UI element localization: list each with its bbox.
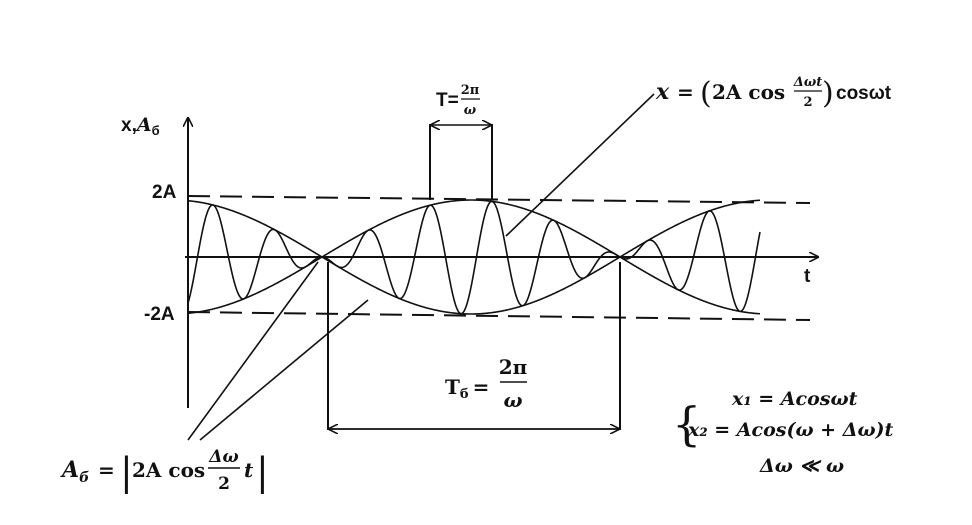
- amplitude-leader-1: [187, 261, 319, 441]
- y-axis-label: x,Aб: [121, 114, 160, 138]
- svg-text:Aб: Aб: [60, 457, 89, 486]
- svg-text:x₂ = Acos(ω + Δω)t: x₂ = Acos(ω + Δω)t: [687, 419, 894, 441]
- svg-text:x: x: [655, 79, 670, 105]
- svg-text:ω: ω: [464, 103, 477, 118]
- svg-text:t: t: [244, 458, 254, 482]
- svg-text:cosωt: cosωt: [836, 83, 892, 104]
- amplitude-leader-2: [199, 299, 369, 441]
- svg-text:|: |: [256, 450, 269, 494]
- svg-text:{: {: [672, 397, 701, 451]
- beat-period-label: Tб= 2π ω: [445, 355, 527, 412]
- svg-text:2A cos: 2A cos: [132, 458, 205, 482]
- equation-system: { x₁ = Acosωt x₂ = Acos(ω + Δω)t Δω ≪ ω: [672, 388, 894, 477]
- svg-text:Δω: Δω: [208, 447, 238, 467]
- svg-text:Δωt: Δωt: [793, 75, 822, 90]
- svg-text:(: (: [700, 76, 712, 111]
- tick-label-2A: 2A: [152, 182, 177, 203]
- svg-text:2A cos: 2A cos: [712, 80, 785, 104]
- result-formula-leader: [505, 93, 655, 237]
- svg-text:=: =: [677, 80, 694, 104]
- x-axis-label: t: [804, 266, 811, 287]
- lower-envelope-curve: [187, 256, 761, 315]
- svg-text:2: 2: [803, 95, 812, 110]
- svg-text:=: =: [98, 458, 115, 482]
- svg-text:2π: 2π: [461, 83, 480, 98]
- svg-text:): ): [822, 76, 834, 111]
- svg-text:2: 2: [218, 474, 230, 494]
- svg-text:Tб=: Tб=: [445, 375, 489, 402]
- svg-text:2π: 2π: [499, 355, 528, 379]
- tick-label-neg-2A: -2A: [144, 304, 175, 325]
- beat-oscillation-curve: [187, 200, 761, 315]
- amplitude-formula: Aб = | 2A cos Δω 2 t |: [60, 447, 269, 494]
- upper-envelope-curve: [187, 199, 761, 258]
- svg-text:T=: T=: [436, 90, 459, 111]
- svg-text:ω: ω: [503, 388, 522, 412]
- svg-text:|: |: [120, 450, 133, 494]
- result-formula: x = ( 2A cos Δωt 2 ) cosωt: [655, 75, 892, 111]
- upper-limit-dashed-line: [187, 195, 811, 204]
- svg-text:Δω ≪ ω: Δω ≪ ω: [759, 455, 844, 477]
- carrier-period-label: T= 2π ω: [436, 83, 480, 118]
- lower-limit-dashed-line: [187, 311, 811, 321]
- svg-text:x₁ = Acosωt: x₁ = Acosωt: [731, 388, 858, 410]
